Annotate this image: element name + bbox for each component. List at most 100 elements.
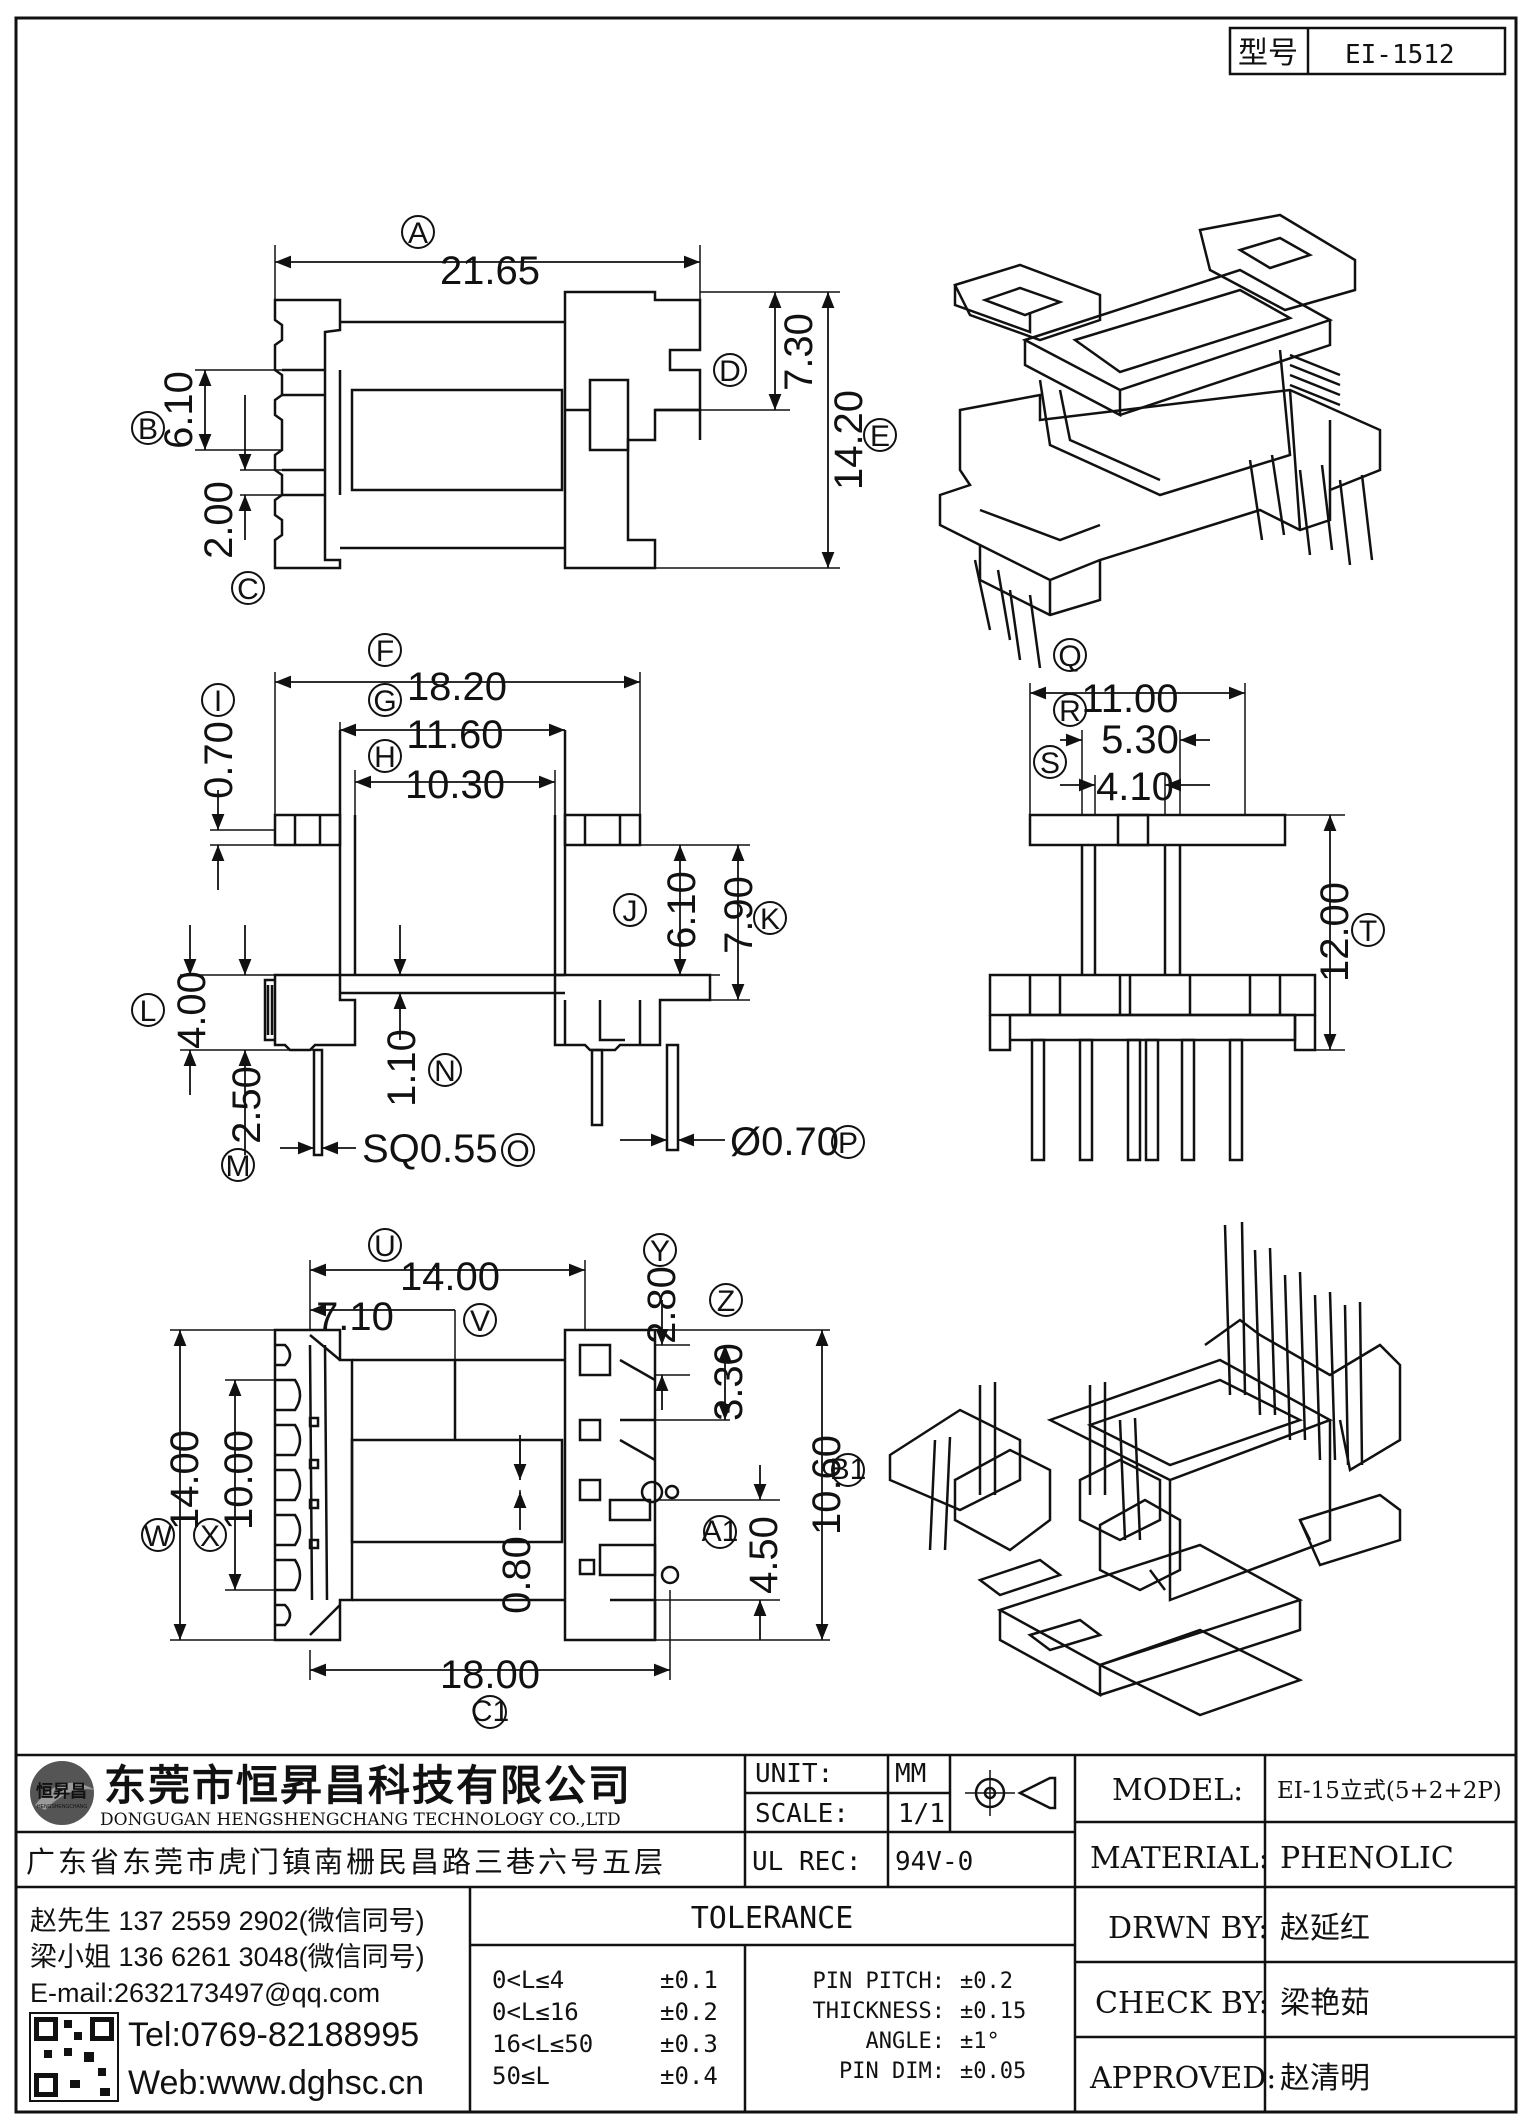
pin-tol-3: ±0.05 <box>960 2059 1026 2084</box>
dim-K-circle <box>753 901 787 935</box>
dim-M-letter: M <box>226 1150 251 1183</box>
tol-range-3: 50≤L <box>492 2062 550 2090</box>
dim-U-value: 14.00 <box>400 1255 500 1299</box>
iso-view-bottom <box>888 1221 1402 1717</box>
material-value: PHENOLIC <box>1280 1841 1454 1876</box>
dim-E-circle <box>863 418 897 452</box>
top-core <box>350 388 564 492</box>
top-right-flange <box>563 290 702 570</box>
dim-S-letter: S <box>1040 747 1060 780</box>
dim-C-circle <box>231 571 265 605</box>
tol-value-0: ±0.1 <box>660 1966 718 1994</box>
qr-code-icon <box>29 2012 119 2102</box>
check-value: 梁艳茹 <box>1280 1987 1370 2020</box>
dim-K-value: 7.90 <box>717 876 761 954</box>
contact-tel: Tel:0769-82188995 <box>128 2016 419 2054</box>
dim-O-circle <box>501 1133 535 1167</box>
dim-B-value: 6.10 <box>157 371 201 449</box>
dim-B-letter: B <box>138 413 158 446</box>
dim-X-circle <box>193 1518 227 1552</box>
dim-Y-value: 2.80 <box>640 1266 684 1344</box>
dim-L-letter: L <box>140 995 157 1028</box>
dim-C-value: 2.00 <box>197 481 241 559</box>
tolerance-title: TOLERANCE <box>691 1901 854 1936</box>
check-label: CHECK BY: <box>1095 1986 1269 2021</box>
dim-N-circle <box>428 1053 462 1087</box>
dim-V-circle <box>463 1303 497 1337</box>
dim-A-circle <box>401 215 435 249</box>
contact-email: E-mail:2632173497@qq.com <box>30 1978 380 2008</box>
dim-D-circle <box>713 353 747 387</box>
approved-label: APPROVED: <box>1089 2061 1276 2096</box>
dim-R-circle <box>1053 693 1087 727</box>
dim-B1-letter: B1 <box>830 1453 867 1486</box>
drawn-label: DRWN BY: <box>1108 1911 1268 1946</box>
dim-D-value: 7.30 <box>777 313 821 391</box>
sheet-border <box>14 16 1518 2114</box>
dim-J-value: 6.10 <box>660 871 704 949</box>
dim-Q-value: 11.00 <box>1081 677 1178 721</box>
front-view-labels: F 18.20 G 11.60 H 10.30 I 0.70 J 6.10 K … <box>131 633 865 1183</box>
side-view-labels: Q 11.00 R 5.30 S 4.10 T 12.00 <box>1033 638 1385 982</box>
tol-value-1: ±0.2 <box>660 1998 718 2026</box>
dim-F-letter: F <box>376 635 394 668</box>
top-left-flange <box>273 298 342 570</box>
company-address: 广东省东莞市虎门镇南栅民昌路三巷六号五层 <box>26 1846 666 1879</box>
iso-view-top <box>938 213 1382 669</box>
dim-A1-value: 4.50 <box>742 1516 786 1594</box>
dim-W-value: 14.00 <box>163 1430 207 1530</box>
contact-web: Web:www.dghsc.cn <box>128 2064 424 2102</box>
dim-P-letter: P <box>838 1127 858 1160</box>
pin-label-2: ANGLE: <box>866 2029 945 2054</box>
dim-H-circle <box>368 739 402 773</box>
approved-value: 赵清明 <box>1280 2062 1370 2095</box>
dim-E-value: 14.20 <box>827 390 871 490</box>
top-right-detail <box>565 378 630 452</box>
dim-C1-circle <box>473 1695 507 1729</box>
dim-V-letter: V <box>470 1305 490 1338</box>
dim-C1-letter: C1 <box>471 1695 509 1728</box>
dim-Y-circle <box>643 1233 677 1267</box>
dim-I-letter: I <box>214 685 222 718</box>
tol-range-1: 0<L≤16 <box>492 1998 579 2026</box>
scale-value: 1/1 <box>898 1799 945 1829</box>
dim-P-circle <box>831 1125 865 1159</box>
title-block-text: 恒昇昌 HENGSHENGCHANG 东莞市恒昇昌科技有限公司 DONGUGAN… <box>26 1759 1502 2102</box>
dim-H-value: 10.30 <box>405 763 505 807</box>
dim-Q-circle <box>1053 638 1087 672</box>
scale-label: SCALE: <box>755 1799 849 1829</box>
dim-I-circle <box>201 683 235 717</box>
pin-tol-2: ±1° <box>960 2029 1000 2054</box>
dim-R-letter: R <box>1059 695 1081 728</box>
dim-I-value: 0.70 <box>197 721 241 799</box>
dim-H-letter: H <box>374 741 396 774</box>
dim-L-circle <box>131 993 165 1027</box>
bottom-view <box>170 1260 830 1680</box>
dim-E-letter: E <box>870 420 890 453</box>
dim-A-letter: A <box>408 217 428 250</box>
dim-O-letter: O <box>506 1135 529 1168</box>
dim-L-value: 4.00 <box>170 971 214 1049</box>
contact-2: 梁小姐 136 6261 3048(微信同号) <box>30 1942 425 1972</box>
drawn-value: 赵延红 <box>1280 1912 1370 1945</box>
company-name-cn: 东莞市恒昇昌科技有限公司 <box>104 1762 632 1809</box>
tol-range-2: 16<L≤50 <box>492 2030 593 2058</box>
dim-B1-circle <box>831 1453 865 1487</box>
dim-W-circle <box>141 1518 175 1552</box>
dim-G-circle <box>368 683 402 717</box>
front-view <box>180 672 750 1157</box>
type-box: 型号 EI-1512 <box>1228 26 1507 76</box>
dim-N-letter: N <box>434 1055 456 1088</box>
dim-U-letter: U <box>374 1230 396 1263</box>
pin-label-1: THICKNESS: <box>813 1999 945 2024</box>
top-left-detail <box>282 368 342 497</box>
pin-tol-0: ±0.2 <box>960 1969 1013 1994</box>
dim-Y-letter: Y <box>650 1235 670 1268</box>
dim-W-letter: W <box>144 1520 173 1553</box>
dim-D-letter: D <box>719 355 741 388</box>
dim-K-letter: K <box>760 903 780 936</box>
contact-1: 赵先生 137 2559 2902(微信同号) <box>30 1906 425 1936</box>
dim-Z-letter: Z <box>717 1285 735 1318</box>
dim-T-value: 12.00 <box>1313 882 1357 982</box>
dim-A1-circle <box>703 1515 737 1549</box>
